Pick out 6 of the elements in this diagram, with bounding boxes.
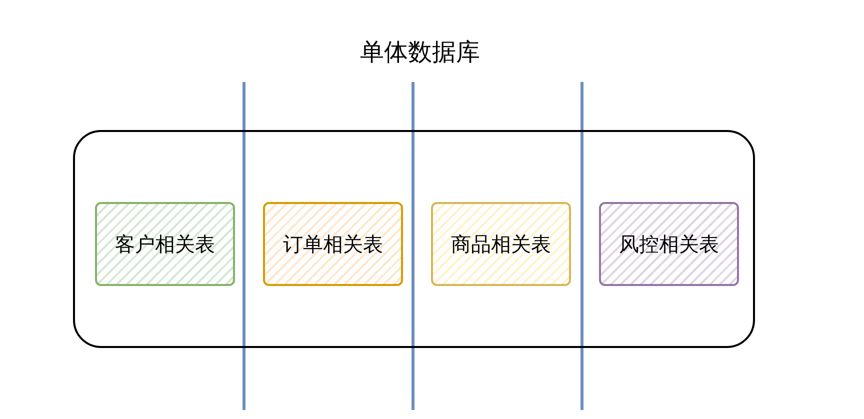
table-group-box: 客户相关表 xyxy=(95,202,235,286)
table-group-box: 订单相关表 xyxy=(263,202,403,286)
table-group-box: 商品相关表 xyxy=(431,202,571,286)
table-group-box: 风控相关表 xyxy=(599,202,739,286)
database-container xyxy=(73,130,755,348)
diagram-title: 单体数据库 xyxy=(359,37,481,68)
